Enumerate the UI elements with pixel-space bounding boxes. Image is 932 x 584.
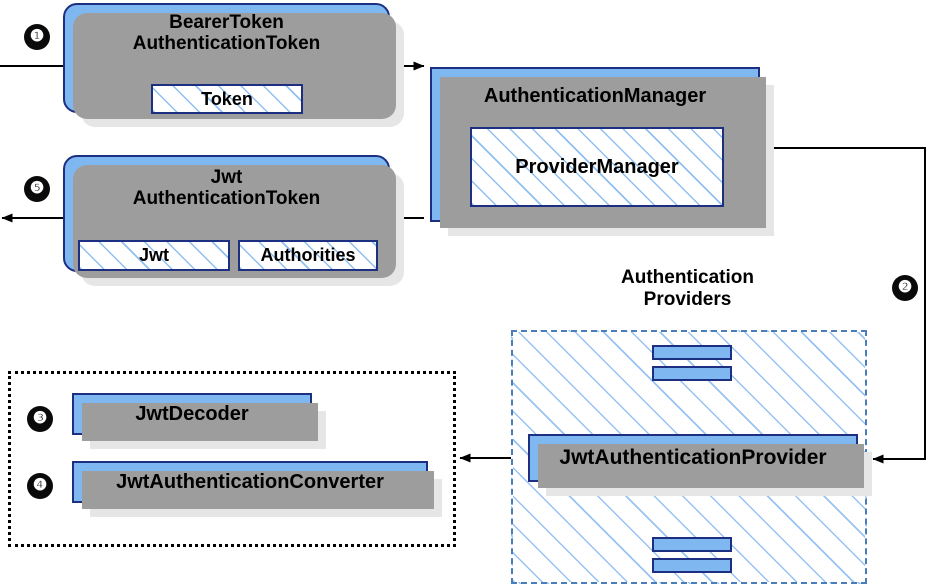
provider-stack-top-bar-1 bbox=[652, 345, 732, 360]
badge-step-4: ❹ bbox=[27, 473, 53, 499]
slot-authorities: Authorities bbox=[238, 240, 378, 271]
slot-provider-manager: ProviderManager bbox=[470, 127, 724, 207]
node-title: Jwt AuthenticationToken bbox=[132, 167, 321, 210]
slot-token: Token bbox=[151, 84, 303, 114]
node-authentication-manager[interactable]: AuthenticationManager ProviderManager bbox=[430, 67, 774, 236]
group-jwt-support bbox=[8, 371, 456, 547]
provider-stack-bottom-bar-2 bbox=[652, 558, 732, 573]
node-title: BearerToken AuthenticationToken bbox=[132, 12, 321, 55]
slot-jwt: Jwt bbox=[78, 240, 230, 271]
node-title: JwtDecoder bbox=[135, 402, 249, 425]
node-bearer-token-authentication-token[interactable]: BearerToken AuthenticationToken Token bbox=[63, 3, 404, 127]
provider-stack-bottom-bar-1 bbox=[652, 537, 732, 552]
provider-stack-top-bar-2 bbox=[652, 366, 732, 381]
group-label-authentication-providers: Authentication Providers bbox=[621, 267, 754, 310]
node-jwt-authentication-converter[interactable]: JwtAuthenticationConverter bbox=[72, 461, 442, 517]
badge-step-1: ❶ bbox=[24, 24, 50, 50]
connector-manager-to-provider bbox=[760, 147, 926, 464]
node-jwt-decoder[interactable]: JwtDecoder bbox=[72, 393, 326, 449]
node-jwt-authentication-token[interactable]: Jwt AuthenticationToken Jwt Authorities bbox=[63, 155, 404, 286]
node-title: JwtAuthenticationProvider bbox=[559, 446, 827, 470]
badge-step-3: ❸ bbox=[27, 406, 53, 432]
node-title: JwtAuthenticationConverter bbox=[116, 470, 384, 493]
badge-step-5: ❺ bbox=[24, 176, 50, 202]
node-title: AuthenticationManager bbox=[483, 85, 707, 107]
node-jwt-authentication-provider[interactable]: JwtAuthenticationProvider bbox=[528, 434, 872, 496]
badge-step-2: ❷ bbox=[892, 275, 918, 301]
